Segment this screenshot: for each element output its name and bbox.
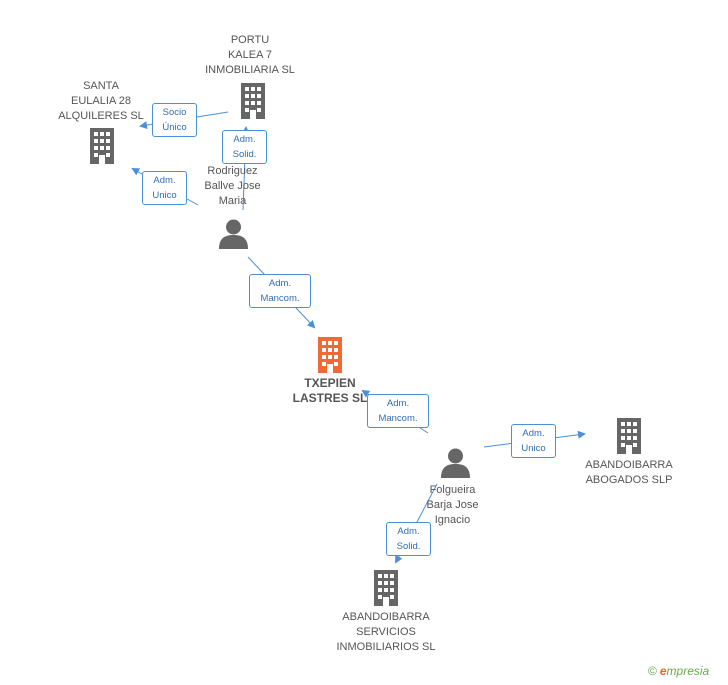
building-icon (374, 570, 398, 606)
company-name: ABANDOIBARRA SERVICIOS INMOBILIARIOS SL (336, 611, 436, 653)
node-rodriguez[interactable]: Rodriguez Ballve Jose Maria (180, 164, 285, 209)
main-building-icon (318, 337, 342, 373)
relation-badge-adm-solid[interactable]: Adm. Solid. (222, 130, 267, 164)
company-name: TXEPIEN LASTRES SL (292, 376, 368, 405)
company-name: ABANDOIBARRA ABOGADOS SLP (585, 459, 673, 486)
empresia-logo: ©empresia (648, 664, 709, 678)
person-name: Folgueira Barja Jose Ignacio (426, 484, 479, 526)
node-folgueira[interactable]: Folgueira Barja Jose Ignacio (400, 483, 505, 528)
building-icon (241, 83, 265, 119)
relation-badge-adm-unico[interactable]: Adm. Unico (511, 424, 556, 458)
building-icon (90, 128, 114, 164)
copyright-symbol: © (648, 664, 657, 678)
node-portu-kalea[interactable]: PORTU KALEA 7 INMOBILIARIA SL (190, 33, 310, 78)
brand-name: mpresia (666, 664, 710, 678)
brand-initial: e (659, 664, 667, 678)
company-name: SANTA EULALIA 28 ALQUILERES SL (58, 80, 144, 122)
node-santa-eulalia[interactable]: SANTA EULALIA 28 ALQUILERES SL (46, 79, 156, 124)
building-icon (617, 418, 641, 454)
node-abandoibarra-servicios[interactable]: ABANDOIBARRA SERVICIOS INMOBILIARIOS SL (326, 610, 446, 655)
person-icon (219, 219, 248, 249)
relation-badge-adm-unico[interactable]: Adm. Unico (142, 171, 187, 205)
company-name: PORTU KALEA 7 INMOBILIARIA SL (205, 34, 295, 76)
person-icon (441, 448, 470, 478)
relation-badge-adm-mancom[interactable]: Adm. Mancom. (249, 274, 311, 308)
person-name: Rodriguez Ballve Jose Maria (204, 165, 261, 207)
node-txepien-lastres[interactable]: TXEPIEN LASTRES SL (280, 376, 380, 406)
relation-badge-adm-mancom[interactable]: Adm. Mancom. (367, 394, 429, 428)
relation-badge-adm-solid[interactable]: Adm. Solid. (386, 522, 431, 556)
relation-badge-socio-unico[interactable]: Socio Único (152, 103, 197, 137)
node-abandoibarra-abogados[interactable]: ABANDOIBARRA ABOGADOS SLP (574, 458, 684, 488)
